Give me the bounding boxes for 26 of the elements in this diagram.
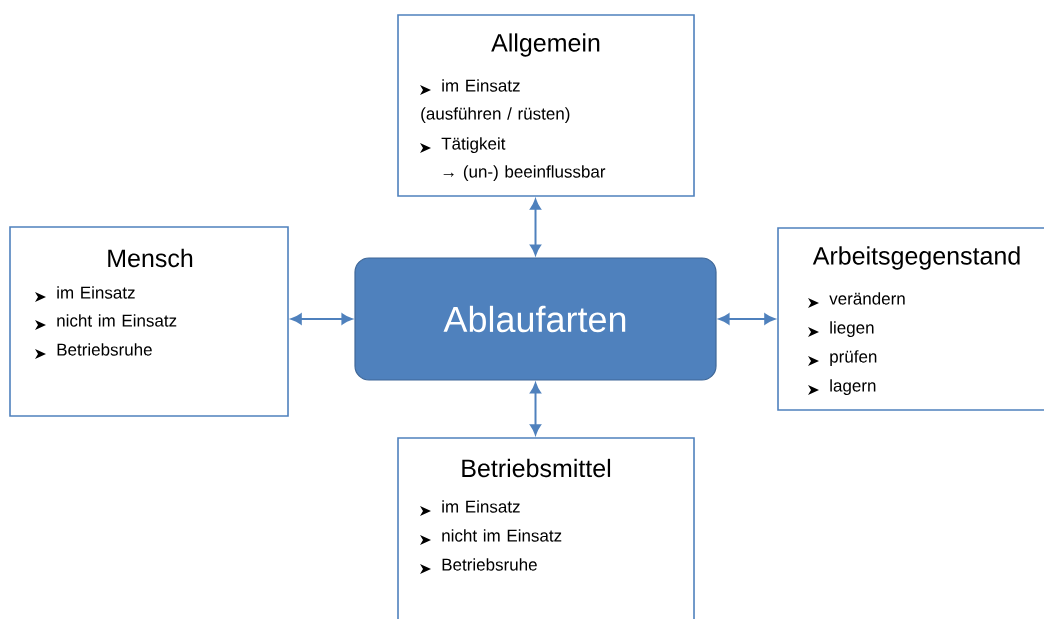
bullet-item: im Einsatz bbox=[420, 500, 520, 516]
bullet-item: prüfen bbox=[808, 350, 877, 367]
box-heading: Betriebsmittel bbox=[462, 458, 611, 478]
bullet-item: Tätigkeit bbox=[420, 137, 506, 154]
double-arrow bbox=[530, 198, 541, 256]
text-box bbox=[777, 227, 1044, 411]
bullet-item: im Einsatz bbox=[35, 286, 135, 302]
box-heading: Mensch bbox=[108, 248, 193, 268]
rounded-box: Ablaufarten bbox=[354, 257, 717, 381]
bullet-item: im Einsatz (ausführen / rüsten) bbox=[420, 79, 570, 124]
bullet-item: → (un-) beeinflussbar bbox=[443, 165, 606, 182]
bullet-item: nicht im Einsatz bbox=[35, 314, 177, 330]
box-heading: Allgemein bbox=[491, 33, 600, 57]
text-box bbox=[397, 14, 695, 197]
box-heading: Arbeitsgegenstand bbox=[812, 246, 1020, 270]
double-arrow bbox=[718, 313, 776, 325]
text-box bbox=[9, 226, 289, 417]
bullet-item: nicht im Einsatz bbox=[420, 529, 562, 545]
bullet-item: lagern bbox=[808, 379, 876, 396]
bullet-item: verändern bbox=[808, 292, 905, 308]
bullet-item: Betriebsruhe bbox=[35, 343, 152, 359]
text-box bbox=[397, 437, 695, 619]
bullet-item: liegen bbox=[808, 321, 874, 338]
double-arrow bbox=[290, 313, 353, 325]
bullet-item: Betriebsruhe bbox=[420, 558, 537, 574]
double-arrow bbox=[530, 382, 541, 436]
